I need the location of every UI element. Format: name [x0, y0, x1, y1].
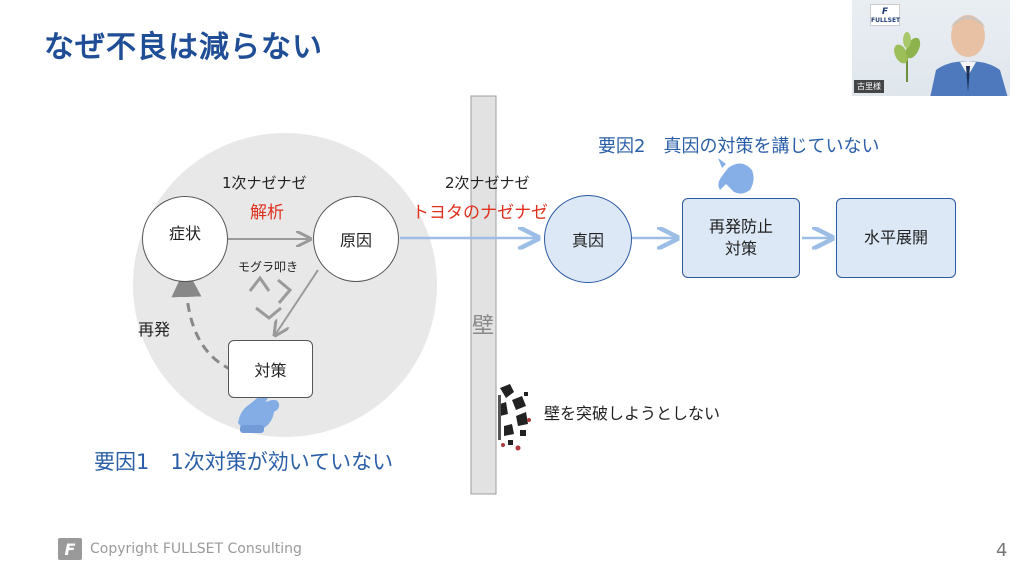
page-number: 4	[996, 540, 1008, 561]
first-why-label: 1次ナゼナゼ	[222, 174, 307, 192]
node-symptom: 症状	[142, 196, 228, 282]
node-symptom-label: 症状	[168, 224, 201, 243]
toyota-why-label: トヨタのナゼナゼ	[412, 203, 548, 223]
logo-text: FULLSET	[871, 17, 901, 24]
participant-name: 古里様	[854, 80, 884, 93]
copyright-text: Copyright FULLSET Consulting	[90, 541, 302, 557]
node-cause-label: 原因	[339, 231, 372, 250]
factor-1-label: 要因1 1次対策が効いていない	[94, 450, 394, 474]
analysis-label: 解析	[250, 203, 284, 223]
node-root-cause: 真因	[544, 195, 632, 283]
node-countermeasure-label: 対策	[254, 361, 287, 380]
node-prevention-label-1: 再発防止	[708, 217, 773, 236]
factor-2-label: 要因2 真因の対策を講じていない	[598, 136, 880, 157]
pointing-hand-icon-top	[718, 158, 754, 194]
second-why-label: 2次ナゼナゼ	[445, 174, 530, 192]
broken-wall-debris-icon	[498, 384, 531, 451]
arrow-recurrence	[171, 267, 233, 372]
node-cause: 原因	[313, 196, 399, 282]
pointing-hand-icon-bottom	[238, 392, 280, 433]
wall-caption: 壁を突破しようとしない	[544, 404, 721, 423]
participant-avatar	[930, 15, 1008, 96]
node-prevention: 再発防止 対策	[682, 198, 800, 278]
wall-bar	[470, 95, 497, 495]
node-horizontal-deployment: 水平展開	[836, 198, 956, 278]
cycle-icon	[248, 275, 293, 320]
node-countermeasure: 対策	[228, 340, 313, 398]
node-root-cause-label: 真因	[571, 231, 604, 250]
node-horizontal-label: 水平展開	[863, 228, 928, 247]
plant-image	[894, 32, 921, 82]
recurrence-label: 再発	[138, 320, 171, 339]
company-logo-icon: F	[58, 538, 82, 560]
footer: F Copyright FULLSET Consulting	[58, 538, 302, 560]
company-logo-sign: F FULLSET	[870, 4, 900, 26]
participant-video[interactable]: F FULLSET 古里様	[852, 0, 1010, 96]
slide-title: なぜ不良は減らない	[44, 30, 323, 65]
mole-whacking-label: モグラ叩き	[238, 260, 299, 274]
wall-label: 壁	[472, 314, 495, 339]
node-prevention-label-2: 対策	[724, 239, 757, 258]
arrow-cause-to-countermeasure	[275, 269, 319, 335]
